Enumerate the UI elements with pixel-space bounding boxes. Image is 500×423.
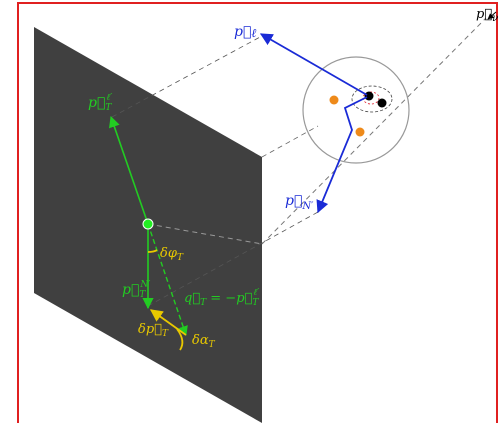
frame-border [17, 2, 498, 423]
label-pT-N: p⃗TN′ [122, 280, 150, 300]
neutrino-beam-through-plane [147, 223, 263, 245]
label-qT-equation: q⃗T = −p⃗Tℓ′ [184, 288, 259, 308]
vertex-point [142, 218, 154, 230]
label-delta-alpha: δαT [192, 333, 216, 350]
neutrino-arrow [487, 11, 497, 20]
interaction-ring-outer [351, 85, 393, 113]
nucleon-black-2 [377, 98, 387, 108]
nucleus-circle [302, 56, 410, 164]
delta-phi-arc [147, 249, 158, 253]
nucleon-black-1 [364, 91, 374, 101]
qT-vector [147, 223, 188, 336]
label-p-nu: p⃗ν [476, 7, 498, 24]
delta-pT-vector [149, 309, 187, 336]
delta-alpha-arc [176, 328, 184, 351]
lepton-vector [259, 33, 368, 96]
label-p-nprime: p⃗N′ [285, 193, 314, 212]
projection-line-lepton [111, 35, 263, 118]
nucleon-track [316, 96, 368, 214]
nucleon-orange-2 [355, 127, 365, 137]
neutrino-beam-line [261, 17, 487, 245]
label-delta-pT: δp⃗T [138, 322, 169, 339]
projection-line-vertex [261, 125, 319, 158]
label-p-e: p⃗ℓ [234, 24, 256, 40]
label-pT-ell: p⃗Tℓ′ [88, 93, 112, 113]
lepton-transverse-vector [109, 115, 149, 225]
label-delta-phi: δφT [160, 246, 184, 263]
nucleon-orange-1 [329, 95, 339, 105]
